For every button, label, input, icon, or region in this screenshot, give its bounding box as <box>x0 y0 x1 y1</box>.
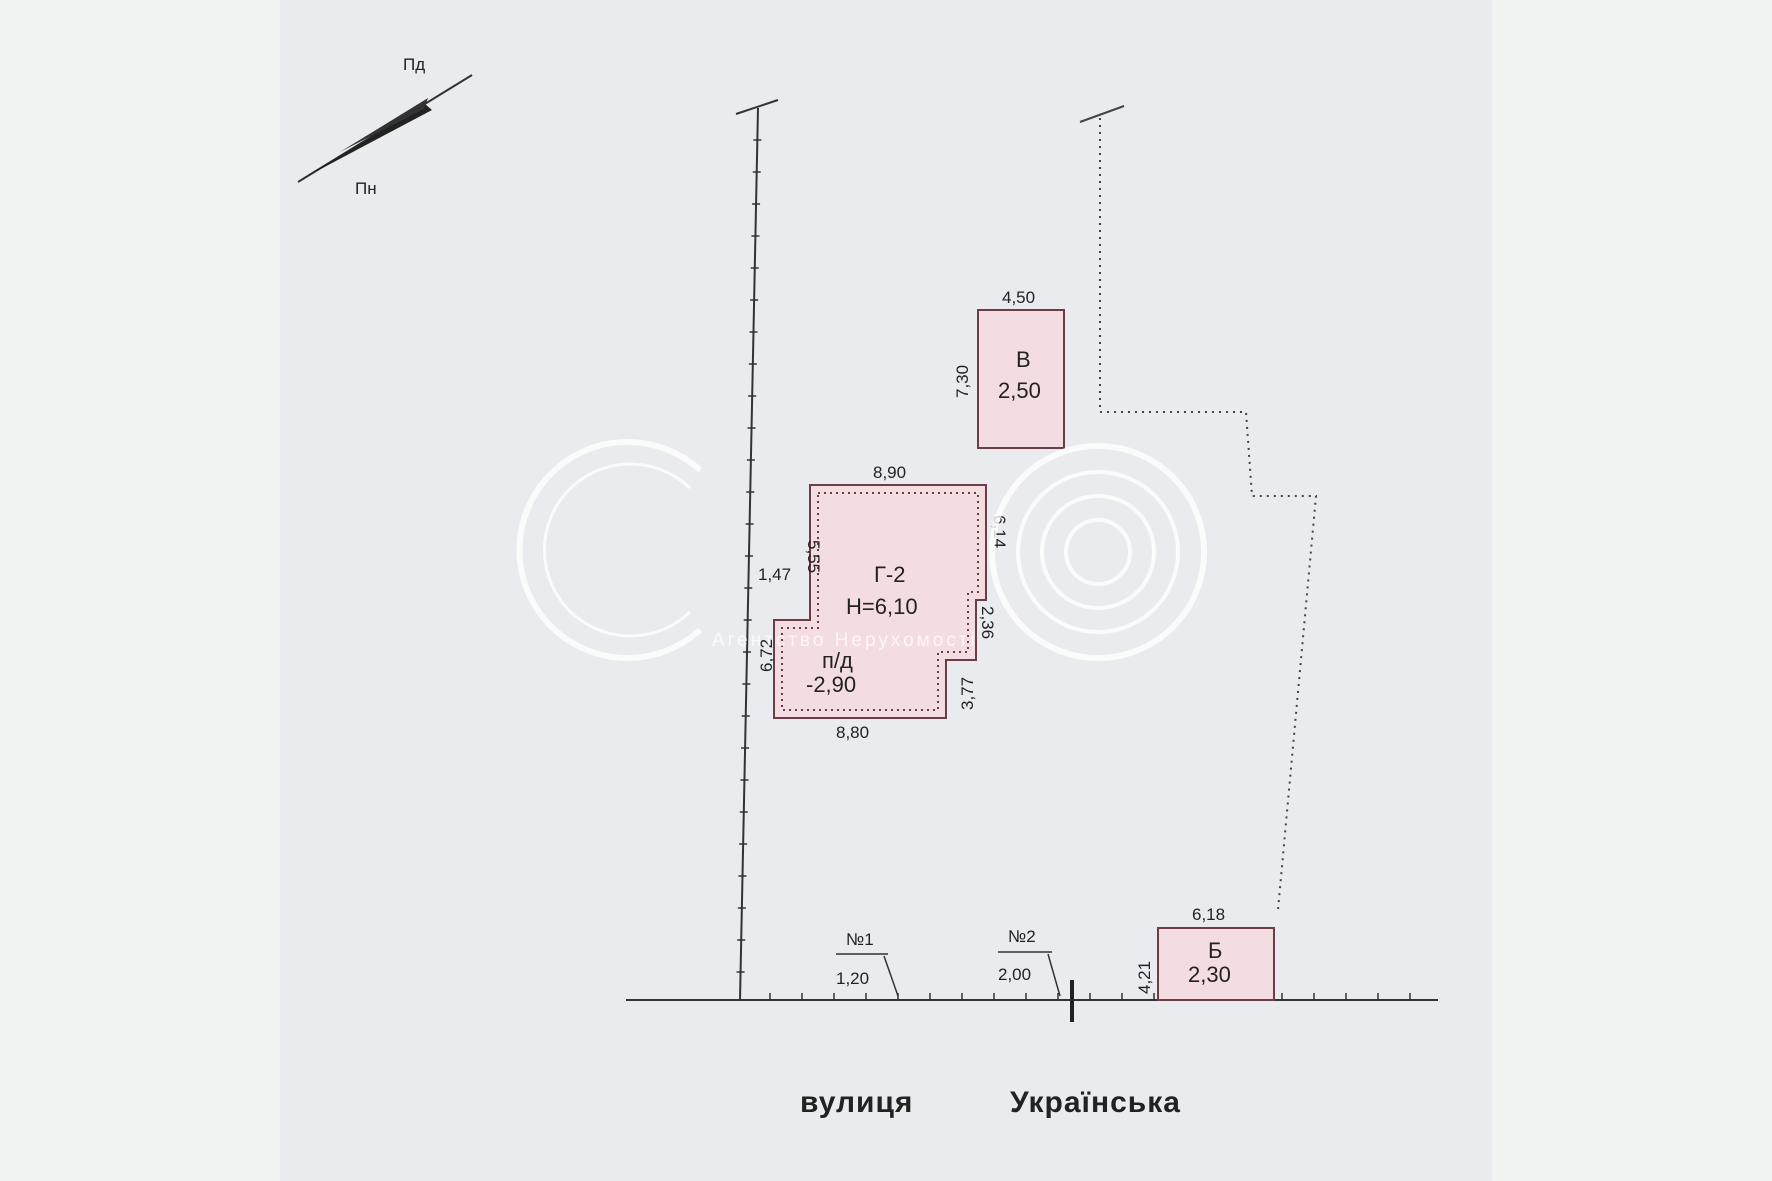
building-b-height: 2,30 <box>1188 962 1231 987</box>
watermark-logo: Агентство Нерухомості <box>516 439 1207 661</box>
g2-top-dim: 8,90 <box>873 463 906 482</box>
left-boundary-line <box>735 99 779 1001</box>
building-v: 4,50 7,30 В 2,50 <box>953 288 1065 449</box>
gate-2-number: №2 <box>1008 927 1036 946</box>
gate-1-width: 1,20 <box>836 969 869 988</box>
building-v-height: 2,50 <box>998 378 1041 403</box>
gate-2: №2 2,00 <box>998 927 1061 997</box>
building-g2: 8,90 5,55 1,47 6,72 6,14 2,36 3,77 8,80 … <box>757 463 1009 742</box>
g2-left-lower-dim: 6,72 <box>757 639 776 672</box>
g2-right-lower-dim: 3,77 <box>958 677 977 710</box>
g2-step-left-dim: 1,47 <box>758 565 791 584</box>
street-word-1: вулиця <box>800 1086 913 1119</box>
street-word-2: Українська <box>1010 1086 1181 1119</box>
g2-basement-label: п/д <box>822 648 853 673</box>
watermark-tagline: Агентство Нерухомості <box>712 630 978 651</box>
g2-left-upper-dim: 5,55 <box>804 540 823 573</box>
building-v-depth-dim: 7,30 <box>953 365 972 398</box>
gate-2-width: 2,00 <box>998 965 1031 984</box>
building-b-depth-dim: 4,21 <box>1135 961 1154 994</box>
g2-code: Г-2 <box>874 562 905 587</box>
building-b-width-dim: 6,18 <box>1192 905 1225 924</box>
building-b-code: Б <box>1208 938 1222 963</box>
street-line <box>626 980 1438 1022</box>
g2-height: Н=6,10 <box>846 594 918 619</box>
g2-basement-depth: -2,90 <box>806 672 856 697</box>
compass-north-label: Пн <box>355 179 377 198</box>
building-b: 6,18 4,21 Б 2,30 <box>1135 905 1275 1001</box>
right-boundary-line <box>1079 105 1318 911</box>
compass-arrow: Пд Пн <box>297 55 473 198</box>
gate-1-number: №1 <box>846 930 874 949</box>
compass-south-label: Пд <box>403 55 425 74</box>
building-v-code: В <box>1016 347 1031 372</box>
street-name: вулиця Українська <box>800 1086 1181 1119</box>
gate-1: №1 1,20 <box>836 930 899 997</box>
building-v-width-dim: 4,50 <box>1002 288 1035 307</box>
g2-step-right-dim: 2,36 <box>978 606 997 639</box>
g2-bottom-dim: 8,80 <box>836 723 869 742</box>
